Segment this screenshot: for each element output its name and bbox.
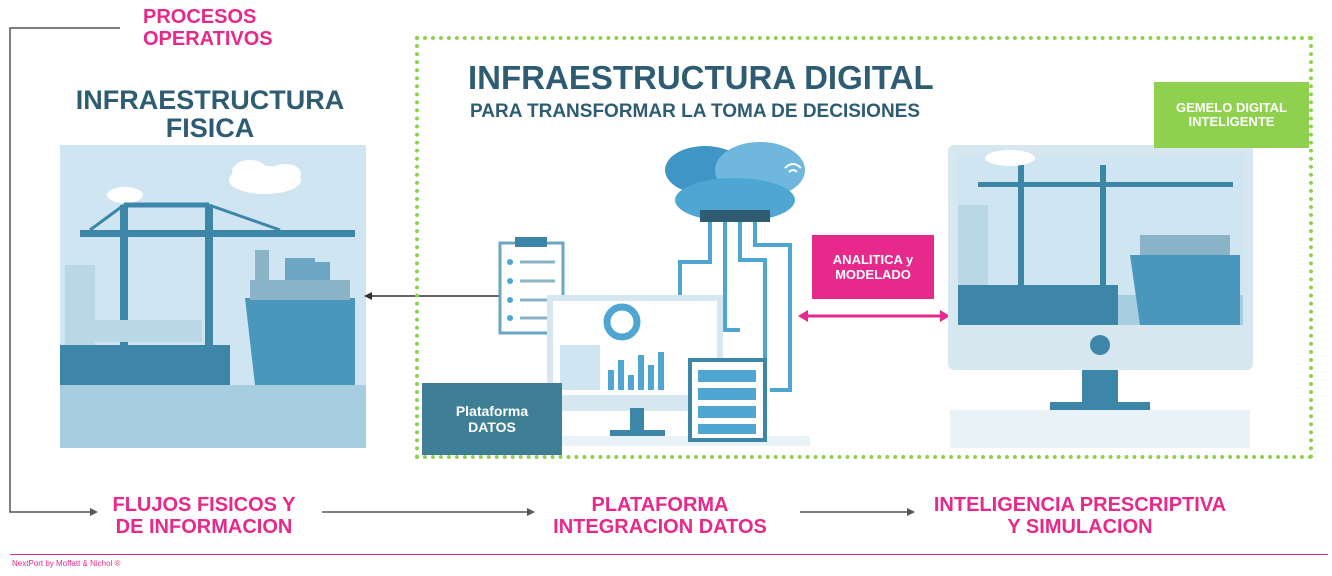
- bottom-label-flujos: FLUJOS FISICOS Y DE INFORMACION: [84, 494, 324, 538]
- bottom-label-line: INTEGRACION DATOS: [553, 516, 767, 538]
- arrow-head-icon: [364, 292, 372, 300]
- data-cables: [678, 222, 792, 392]
- footer-credit: NextPort by Moffatt & Nichol ®: [12, 559, 121, 568]
- infraestructura-fisica-title: INFRAESTRUCTURA FISICA: [60, 86, 360, 142]
- analitica-line1: ANALITICA y: [832, 252, 914, 267]
- plataforma-datos-badge: Plataforma DATOS: [422, 383, 562, 455]
- infraestructura-digital-subtitle: PARA TRANSFORMAR LA TOMA DE DECISIONES: [470, 101, 921, 122]
- procesos-operativos-label: PROCESOS OPERATIVOS: [143, 6, 343, 50]
- digital-infrastructure-frame: [415, 36, 1313, 459]
- plataforma-line2: DATOS: [468, 419, 516, 435]
- bottom-label-line: PLATAFORMA: [591, 494, 729, 516]
- bottom-label-inteligencia: INTELIGENCIA PRESCRIPTIVA Y SIMULACION: [910, 494, 1250, 538]
- analitica-line2: MODELADO: [835, 267, 911, 282]
- infra-fisica-line1: INFRAESTRUCTURA: [75, 85, 345, 115]
- arrow-head-icon: [798, 310, 808, 322]
- bottom-label-line: Y SIMULACION: [1007, 516, 1153, 538]
- plataforma-line1: Plataforma: [455, 403, 529, 419]
- arrow-head-icon: [90, 508, 98, 516]
- server-icon: [688, 358, 767, 442]
- procesos-connector: [9, 27, 120, 513]
- bottom-label-line: INTELIGENCIA PRESCRIPTIVA: [933, 494, 1227, 516]
- footer-divider: [10, 554, 1328, 555]
- procesos-line2: OPERATIVOS: [143, 28, 273, 50]
- port-crane-illustration: [60, 145, 366, 448]
- gemelo-line1: GEMELO DIGITAL: [1176, 100, 1287, 115]
- arrow-head-icon: [907, 508, 915, 516]
- arrow-head-icon: [940, 310, 950, 322]
- analitica-modelado-badge: ANALITICA y MODELADO: [812, 235, 934, 299]
- cloud-icon: [665, 142, 805, 222]
- gemelo-line2: INTELIGENTE: [1188, 114, 1275, 129]
- infraestructura-digital-title: INFRAESTRUCTURA DIGITAL: [468, 59, 934, 96]
- infra-fisica-line2: FISICA: [165, 113, 255, 143]
- wifi-icon: [784, 163, 802, 173]
- bottom-label-line: DE INFORMACION: [115, 516, 293, 538]
- digital-twin-monitor-illustration: [948, 145, 1253, 448]
- bottom-label-plataforma: PLATAFORMA INTEGRACION DATOS: [530, 494, 790, 538]
- arrow-head-icon: [527, 508, 535, 516]
- gemelo-digital-badge: GEMELO DIGITAL INTELIGENTE: [1154, 82, 1309, 148]
- procesos-line1: PROCESOS: [143, 6, 257, 28]
- bottom-label-line: FLUJOS FISICOS Y: [112, 494, 296, 516]
